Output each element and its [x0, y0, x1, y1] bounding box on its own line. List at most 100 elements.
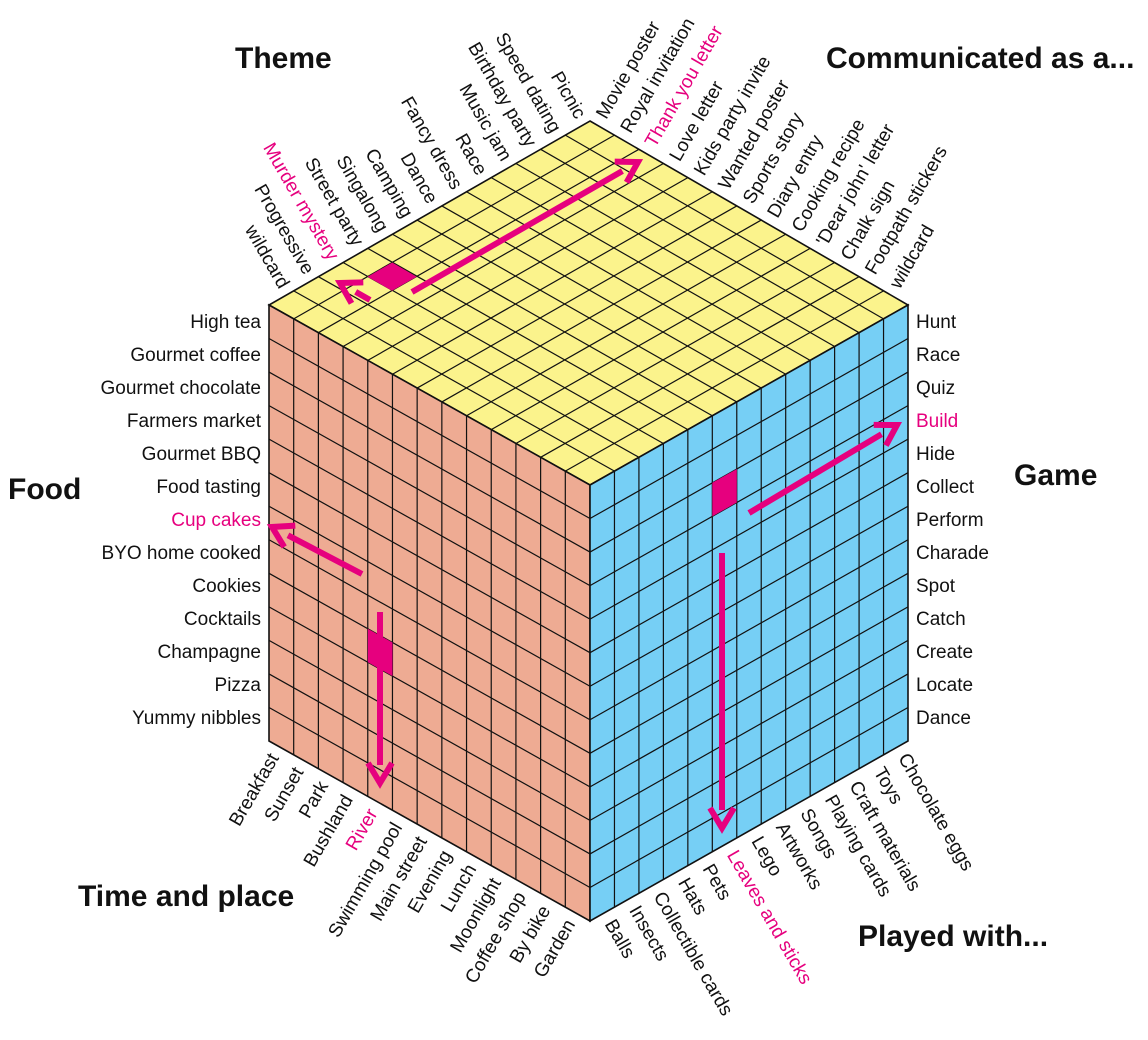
game-label: Perform	[916, 510, 984, 531]
food-label: BYO home cooked	[102, 543, 261, 564]
grid-line	[268, 606, 591, 788]
grid-line	[589, 505, 909, 687]
food-label: Gourmet coffee	[130, 345, 261, 366]
food-label: Gourmet chocolate	[100, 378, 261, 399]
food-label: Pizza	[215, 675, 262, 696]
grid-line	[293, 290, 615, 472]
grid-line	[589, 639, 909, 821]
left-face	[268, 303, 591, 923]
arrow-to-food-shaft	[286, 532, 364, 577]
grid-line	[268, 706, 591, 888]
grid-line	[268, 505, 591, 687]
title-game: Game	[1014, 459, 1097, 492]
grid-line	[293, 134, 615, 320]
selected-cell-top	[367, 262, 417, 291]
grid-line	[268, 572, 591, 754]
grid-line	[589, 539, 909, 721]
right-face	[589, 303, 909, 923]
game-label: Race	[916, 345, 960, 366]
grid-line	[466, 191, 786, 375]
arrow-to-communicated-shaft	[410, 168, 624, 295]
arrow-to-theme	[334, 279, 372, 305]
grid-line	[416, 219, 738, 403]
food-label: High tea	[190, 312, 261, 333]
grid-line	[515, 162, 835, 348]
axis-titles: Theme Communicated as a... Food Game Tim…	[8, 42, 1134, 953]
grid-line	[416, 205, 738, 389]
food-label: Cookies	[192, 576, 261, 597]
arrow-to-communicated-head	[614, 158, 644, 184]
title-played-with: Played with...	[858, 920, 1048, 953]
food-label: Cup cakes	[171, 510, 261, 531]
grid-line	[268, 472, 591, 654]
grid-line	[589, 338, 909, 520]
grid-line	[589, 438, 909, 620]
grid-line	[318, 276, 640, 458]
grid-line	[490, 177, 811, 361]
grid-line	[565, 290, 884, 472]
arrow-to-theme-shaft	[354, 289, 372, 303]
arrow-to-game	[747, 421, 903, 516]
arrow-to-theme-head	[334, 279, 364, 305]
grid-line	[318, 148, 640, 334]
grid-line	[540, 276, 860, 458]
title-theme: Theme	[235, 42, 332, 75]
grid-line	[466, 233, 786, 417]
game-label: Spot	[916, 576, 956, 597]
grid-line	[268, 371, 591, 553]
right-face-fill	[589, 303, 909, 923]
grid-line	[342, 262, 664, 444]
game-label: Create	[916, 642, 973, 663]
grid-line	[441, 205, 762, 389]
grid-line	[589, 572, 909, 754]
grid-line	[268, 673, 591, 855]
food-label: Yummy nibbles	[132, 708, 261, 729]
selected-cell-right	[712, 469, 737, 517]
grid-line	[268, 639, 591, 821]
arrow-to-time-place	[365, 612, 395, 789]
grid-line	[392, 233, 713, 417]
food-label: Food tasting	[156, 477, 261, 498]
grid-line	[268, 405, 591, 587]
game-label: Hide	[916, 444, 955, 465]
grid-line	[268, 539, 591, 721]
arrow-to-communicated	[410, 158, 644, 295]
game-label: Dance	[916, 708, 971, 729]
food-label: Gourmet BBQ	[142, 444, 261, 465]
grid-line	[589, 405, 909, 587]
food-label: Champagne	[157, 642, 261, 663]
grid-line	[589, 673, 909, 855]
arrow-to-game-shaft	[747, 431, 884, 516]
grid-line	[490, 247, 811, 431]
grid-line	[392, 191, 713, 375]
grid-line	[589, 606, 909, 788]
game-label: Charade	[916, 543, 989, 564]
arrow-to-game-head	[873, 421, 903, 447]
game-label: Collect	[916, 477, 975, 498]
arrow-to-time-place-head	[365, 761, 395, 789]
grid-line	[268, 438, 591, 620]
grid-line	[589, 706, 909, 888]
game-label: Hunt	[916, 312, 957, 333]
grid-line	[515, 262, 835, 444]
grid-line	[565, 134, 884, 320]
game-label: Catch	[916, 609, 966, 630]
game-label: Build	[916, 411, 958, 432]
selection-arrows	[266, 158, 903, 834]
arrow-to-food-head	[266, 522, 296, 549]
grid-line	[268, 338, 591, 520]
grid-line	[589, 371, 909, 553]
grid-line	[540, 148, 860, 334]
game-label: Locate	[916, 675, 973, 696]
grid-line	[342, 162, 664, 348]
arrow-to-played-with-head	[707, 806, 737, 834]
grid-line	[441, 219, 762, 403]
arrow-to-food	[266, 522, 364, 577]
food-label: Farmers market	[127, 411, 262, 432]
grid-line	[367, 247, 689, 431]
title-food: Food	[8, 473, 81, 506]
cube-faces	[267, 120, 910, 923]
food-label: Cocktails	[184, 609, 261, 630]
